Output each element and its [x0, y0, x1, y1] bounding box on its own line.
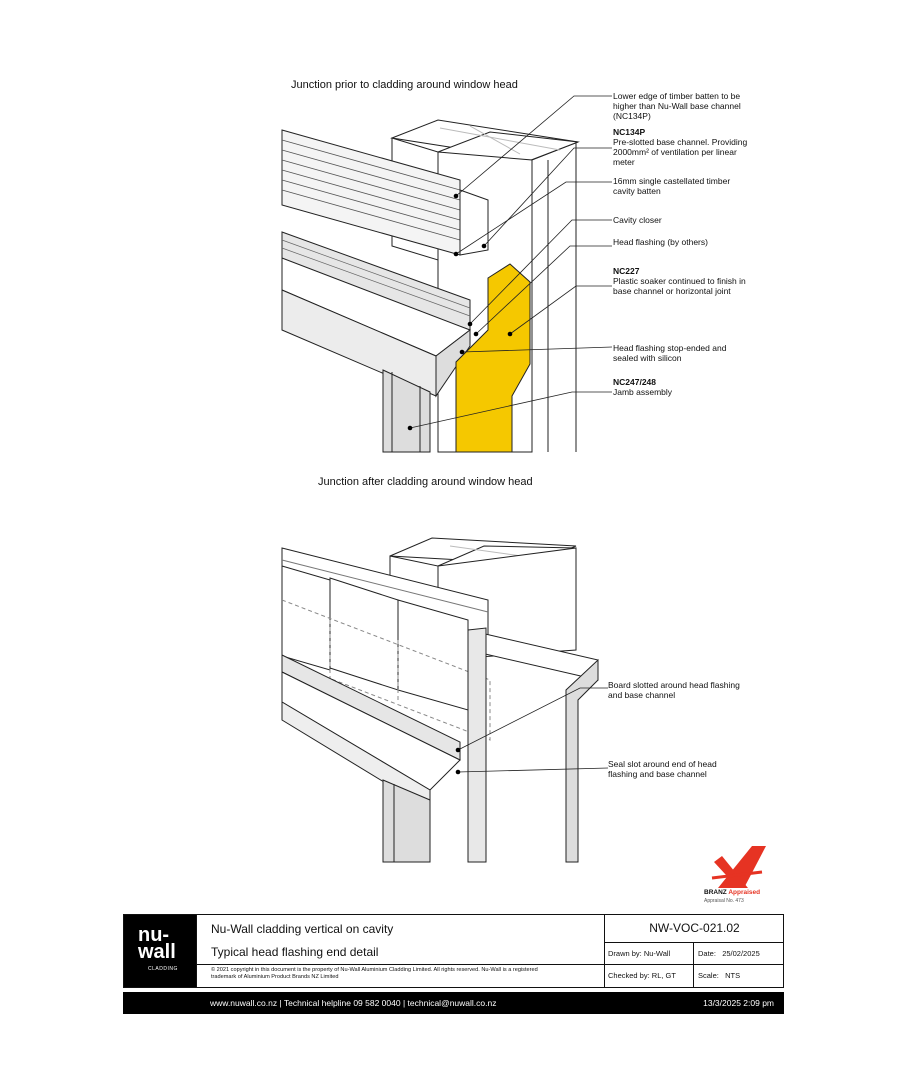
note-head-flashing: Head flashing (by others) [613, 237, 708, 247]
footer-timestamp: 13/3/2025 2:09 pm [703, 998, 774, 1008]
note-board-slotted: Board slotted around head flashing and b… [608, 680, 740, 700]
drawing-info-cell: NW-VOC-021.02 Drawn by: Nu-Wall Date: 25… [604, 915, 784, 987]
title-line1: Nu-Wall cladding vertical on cavity [211, 922, 394, 936]
drawing-number: NW-VOC-021.02 [649, 921, 740, 935]
date-value: 25/02/2025 [722, 949, 760, 958]
footer-bar: www.nuwall.co.nz | Technical helpline 09… [123, 992, 784, 1014]
top-heading: Junction prior to cladding around window… [291, 79, 518, 91]
nuwall-logo: nu- wall CLADDING [124, 915, 196, 987]
branz-badge: BRANZ Appraised Appraisal No. 473 [702, 842, 772, 906]
note-cavity-closer: Cavity closer [613, 215, 662, 225]
date-label: Date: [698, 949, 716, 958]
bottom-heading: Junction after cladding around window he… [318, 476, 533, 488]
branz-sub: Appraisal No. 473 [704, 898, 744, 904]
checked-by: Checked by: RL, GT [608, 971, 676, 980]
scale-label: Scale: [698, 971, 719, 980]
logo-sub: CLADDING [148, 966, 178, 972]
logo-line2: wall [138, 941, 176, 963]
footer-contact: www.nuwall.co.nz | Technical helpline 09… [210, 998, 497, 1008]
note-seal-slot: Seal slot around end of head flashing an… [608, 759, 717, 779]
copyright: © 2021 copyright in this document is the… [211, 967, 538, 980]
note-stop-ended: Head flashing stop-ended and sealed with… [613, 343, 727, 363]
logo-line1: nu- [138, 924, 170, 946]
branz-mark-icon [711, 846, 766, 888]
branz-label: Appraised [728, 889, 761, 896]
title-line2: Typical head flashing end detail [211, 945, 379, 959]
note-cavity-batten: 16mm single castellated timber cavity ba… [613, 176, 731, 196]
branz-brand: BRANZ [704, 889, 727, 896]
title-block: nu- wall CLADDING Nu-Wall cladding verti… [123, 914, 784, 988]
title-cell: Nu-Wall cladding vertical on cavity Typi… [196, 915, 605, 987]
note-batten-edge: Lower edge of timber batten to be higher… [613, 91, 741, 121]
drawn-by: Drawn by: Nu-Wall [608, 949, 671, 958]
scale-value: NTS [725, 971, 741, 980]
